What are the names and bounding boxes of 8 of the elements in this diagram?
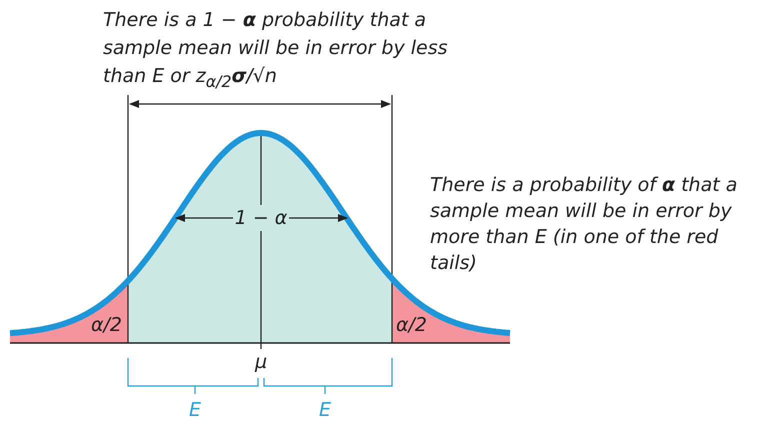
tail-label: α/2 [90, 313, 122, 337]
tail-label: α/2 [396, 313, 428, 337]
margin-label: E [318, 398, 332, 422]
area-label: 1 − α [234, 205, 288, 231]
mean-label: μ [254, 350, 268, 374]
annotation-text: There is a probability of α that a sample mean will be in error by more than E (in one of the red tails) [430, 173, 738, 276]
annotation-text: There is a 1 − α probability that a sample mean will be in error by less than E or z$_{α/2}$σ/√n [103, 8, 449, 93]
margin-label: E [188, 398, 202, 422]
